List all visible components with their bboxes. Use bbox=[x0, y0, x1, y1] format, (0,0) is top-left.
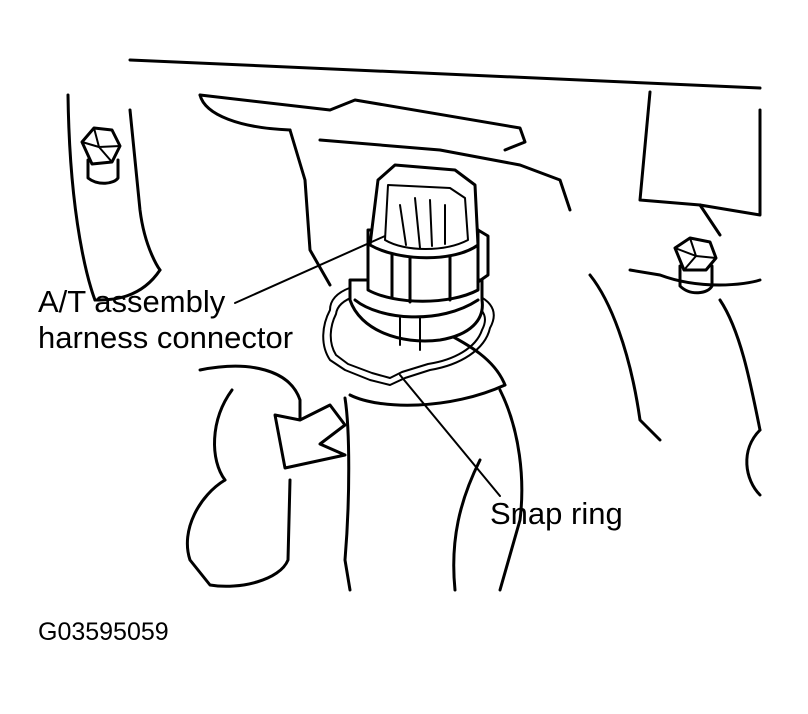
connector-leader-line bbox=[234, 235, 386, 304]
lower-housing bbox=[185, 328, 524, 592]
snap-ring-leader-line bbox=[399, 374, 501, 497]
connector-label-line2: harness connector bbox=[38, 320, 294, 355]
connector-label: A/T assembly harness connector bbox=[38, 284, 293, 356]
connector-label-line1: A/T assembly bbox=[38, 284, 226, 319]
harness-connector bbox=[348, 163, 490, 351]
housing-outline bbox=[128, 58, 762, 287]
direction-arrow bbox=[273, 403, 347, 470]
figure-code: G03595059 bbox=[38, 618, 169, 646]
left-bracket bbox=[66, 93, 162, 302]
snap-ring-label: Snap ring bbox=[490, 496, 623, 531]
right-bracket bbox=[588, 236, 762, 497]
